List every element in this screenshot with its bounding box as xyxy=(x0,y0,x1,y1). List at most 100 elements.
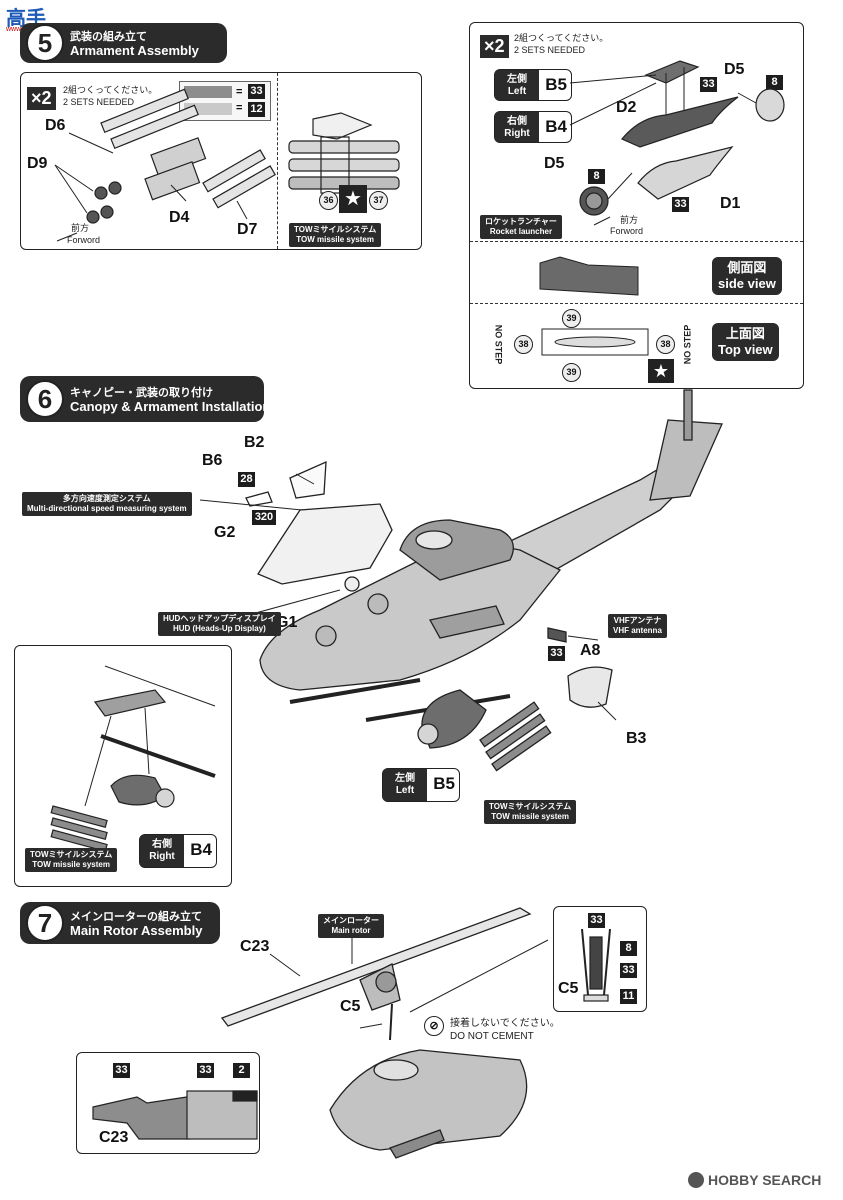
part-label-b6: B6 xyxy=(202,452,223,469)
left-side-jp: 左側 xyxy=(507,74,527,85)
paint-code: 33 xyxy=(548,646,565,661)
multiplier-badge: ×2 xyxy=(480,35,509,58)
top-view-drawing xyxy=(541,328,649,356)
right-side-jp: 右側 xyxy=(152,839,172,850)
paint-code: 33 xyxy=(113,1063,130,1078)
cement-note-en: DO NOT CEMENT xyxy=(450,1031,534,1042)
step7-number: 7 xyxy=(26,904,64,942)
c5-inset: 33 8 33 11 xyxy=(553,906,647,1012)
part-label-d5-top: D5 xyxy=(724,61,745,78)
speed-caption-en: Multi-directional speed measuring system xyxy=(27,504,187,513)
tow-caption-jp: TOWミサイルシステム xyxy=(294,225,377,234)
decal-box: 28 xyxy=(238,472,255,487)
decal-number: 39 xyxy=(562,363,581,382)
star-insignia-icon: ★ xyxy=(648,359,674,383)
side-view-jp: 側面図 xyxy=(727,260,767,275)
step5-number: 5 xyxy=(26,24,64,62)
inset-drawing xyxy=(50,665,216,852)
step6-badge: 6 キャノピー・武装の取り付け Canopy & Armament Instal… xyxy=(20,376,270,422)
sets-text-jp: 2組つくってください。 xyxy=(514,33,609,43)
c23-drawing xyxy=(92,1090,258,1140)
paint-code: 33 xyxy=(588,913,605,928)
tow-caption: TOWミサイルシステム TOW missile system xyxy=(25,848,118,872)
sets-text-en: 2 SETS NEEDED xyxy=(63,97,135,107)
star-insignia-icon: ★ xyxy=(339,185,367,213)
decal-number: 37 xyxy=(369,191,388,210)
part-label-d7: D7 xyxy=(237,221,258,238)
hud-caption-jp: HUDヘッドアップディスプレイ xyxy=(163,614,276,623)
main-rotor-en: Main rotor xyxy=(331,926,371,935)
multiplier-badge: ×2 xyxy=(27,87,56,110)
left-side-jp: 左側 xyxy=(395,773,415,784)
forward-label-jp: 前方 xyxy=(620,215,639,225)
top-view-tag: 上面図 Top view xyxy=(712,323,779,361)
main-rotor-jp: メインローター xyxy=(323,916,379,925)
no-cement-icon: ⊘ xyxy=(424,1016,444,1036)
step5-title-jp: 武装の組み立て xyxy=(70,31,147,43)
tow-caption: TOWミサイルシステム TOW missile system xyxy=(484,800,577,824)
part-label-d4: D4 xyxy=(169,209,190,226)
tow-caption-en: TOW missile system xyxy=(32,860,110,869)
side-view-en: side view xyxy=(718,276,776,291)
right-side-jp: 右側 xyxy=(507,116,527,127)
part-label-d9: D9 xyxy=(27,155,48,172)
no-step-label: NO STEP xyxy=(493,324,504,365)
no-step-label: NO STEP xyxy=(682,324,693,365)
tow-caption-jp: TOWミサイルシステム xyxy=(30,850,113,859)
vhf-caption-jp: VHFアンテナ xyxy=(613,616,662,625)
decal-number: 39 xyxy=(562,309,581,328)
step6-number: 6 xyxy=(26,380,64,418)
equals-icon: = xyxy=(236,86,243,98)
speed-caption-jp: 多方向速度測定システム xyxy=(62,494,151,503)
part-label-d2: D2 xyxy=(616,99,637,116)
part-label-d6: D6 xyxy=(45,117,66,134)
rocket-launcher-caption: ロケットランチャー Rocket launcher xyxy=(480,215,562,239)
right-side-en: Right xyxy=(504,128,530,139)
forward-label-jp: 前方 xyxy=(71,223,90,233)
speed-system-caption: 多方向速度測定システム Multi-directional speed meas… xyxy=(22,492,192,516)
decal-number: 38 xyxy=(656,335,675,354)
rocket-drawing xyxy=(569,60,785,226)
tow-caption-en: TOW missile system xyxy=(491,812,569,821)
paint-code: 11 xyxy=(620,989,637,1004)
paint-swatch-dark xyxy=(184,86,232,98)
decal-number: 38 xyxy=(514,335,533,354)
tow-caption-en: TOW missile system xyxy=(296,235,374,244)
vhf-caption: VHFアンテナ VHF antenna xyxy=(608,614,667,638)
rotor-drawing xyxy=(220,907,549,1159)
part-label-c5-inset: C5 xyxy=(558,980,579,997)
panel-divider xyxy=(277,73,278,249)
paint-code: 33 xyxy=(700,77,717,92)
paint-code: 33 xyxy=(672,197,689,212)
part-label-b2: B2 xyxy=(244,434,265,451)
main-rotor-caption: メインローター Main rotor xyxy=(318,914,384,938)
decal-box: 320 xyxy=(252,510,276,525)
vhf-caption-en: VHF antenna xyxy=(613,626,662,635)
paint-code: 8 xyxy=(588,169,605,184)
hud-caption: HUDヘッドアップディスプレイ HUD (Heads-Up Display) xyxy=(158,612,281,636)
forward-label-en: Forword xyxy=(67,235,101,245)
tow-caption: TOWミサイルシステム TOW missile system xyxy=(289,223,382,247)
tow-caption-jp: TOWミサイルシステム xyxy=(489,802,572,811)
rocket-caption-jp: ロケットランチャー xyxy=(485,217,557,226)
rocket-caption-en: Rocket launcher xyxy=(489,227,553,236)
top-view-jp: 上面図 xyxy=(725,326,765,341)
sets-text-en: 2 SETS NEEDED xyxy=(514,45,586,55)
paint-code: 33 xyxy=(197,1063,214,1078)
armament-panel: ×2 2組つくってください。 2 SETS NEEDED = = 33 12 D… xyxy=(20,72,422,250)
paint-code: 8 xyxy=(620,941,637,956)
step6-title-jp: キャノピー・武装の取り付け xyxy=(70,387,213,399)
step5-badge: 5 武装の組み立て Armament Assembly xyxy=(20,23,227,63)
left-part-label: B5 xyxy=(545,75,567,94)
cement-note-jp: 接着しないでください。 xyxy=(450,1018,560,1029)
left-part-label: B5 xyxy=(433,774,455,793)
c5-drawing xyxy=(581,928,611,1002)
right-part-label: B4 xyxy=(545,117,567,136)
step6-title-en: Canopy & Armament Installation xyxy=(70,399,271,414)
part-label-c23: C23 xyxy=(240,938,270,955)
right-part-label: B4 xyxy=(190,840,212,859)
